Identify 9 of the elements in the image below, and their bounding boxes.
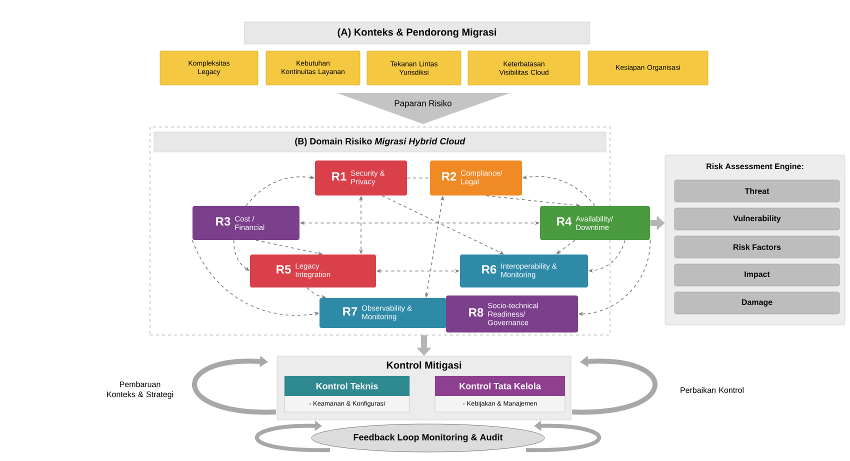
- section-heading: (A) Konteks & Pendorong Migrasi: [244, 22, 590, 44]
- factor-bar: Vulnerability: [674, 208, 840, 230]
- factor-bar: Risk Factors: [674, 236, 840, 258]
- factor-bar: Damage: [674, 292, 840, 314]
- factor-bar: Threat: [674, 180, 840, 202]
- factor-bar: Impact: [674, 264, 840, 286]
- arrow: [556, 240, 576, 254]
- side-label: Perbaikan Kontrol: [680, 387, 744, 393]
- side-label: Pembaruan Konteks & Strategi: [107, 381, 174, 399]
